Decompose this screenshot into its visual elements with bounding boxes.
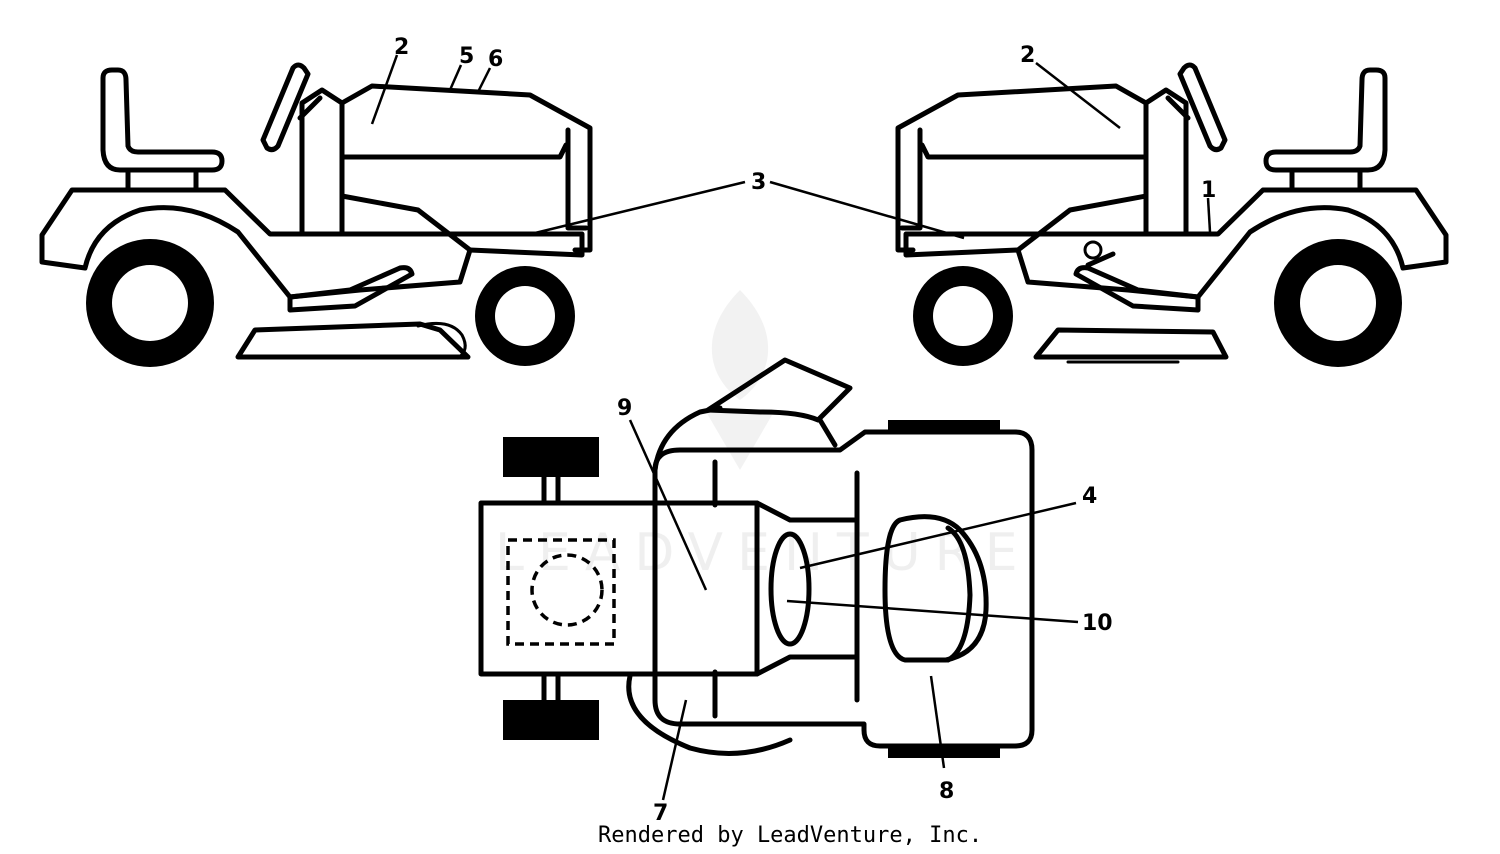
- left-footrest: [287, 265, 415, 313]
- leader-3-left: [534, 180, 746, 235]
- top-body: [652, 429, 1035, 749]
- right-steering-wheel: [1177, 62, 1228, 153]
- right-rear-wheel-hub: [1300, 265, 1376, 341]
- left-hood-line: [339, 142, 569, 160]
- left-hood: [339, 83, 593, 253]
- tractor-left-side-view: [39, 62, 593, 367]
- leader-5: [448, 64, 463, 91]
- right-hood: [895, 83, 1149, 253]
- callout-10: 10: [1082, 611, 1113, 636]
- top-hood-oval: [882, 514, 989, 663]
- callout-7: 7: [653, 801, 668, 826]
- top-rear-axle-lower: [541, 671, 561, 703]
- callout-3: 3: [751, 170, 766, 195]
- callout-5: 5: [459, 44, 474, 69]
- left-hood-side: [339, 193, 473, 253]
- leader-2-left: [370, 54, 399, 125]
- top-console: [754, 500, 860, 677]
- leader-2-right: [1035, 62, 1121, 129]
- top-rear-wheel-lower: [503, 700, 599, 740]
- leader-4: [799, 501, 1077, 570]
- top-discharge-chute: [705, 357, 853, 423]
- top-hood-oval-inner: [945, 525, 973, 663]
- leader-8: [929, 675, 946, 769]
- right-rear-fender: [903, 187, 1449, 300]
- right-hood-line: [919, 142, 1149, 160]
- leader-1: [1206, 197, 1212, 233]
- top-deck-lower: [626, 673, 793, 756]
- tractor-right-side-view: [895, 62, 1449, 367]
- right-steering-column: [1165, 95, 1191, 121]
- callout-8: 8: [939, 779, 954, 804]
- tractor-top-view: [478, 357, 1035, 758]
- left-mower-deck: [235, 321, 471, 360]
- left-front-wheel-hub: [495, 286, 555, 346]
- right-seat-back: [1263, 67, 1388, 173]
- right-hood-vent: [899, 127, 923, 231]
- left-rear-wheel-hub: [112, 265, 188, 341]
- left-seat-base: [125, 167, 199, 193]
- top-steering-wheel: [768, 531, 812, 647]
- left-seat-back: [100, 67, 225, 173]
- top-chute-link: [817, 417, 838, 448]
- right-lift-lever: [1085, 251, 1116, 268]
- left-dash: [299, 87, 345, 237]
- footer-credit: Rendered by LeadVenture, Inc.: [598, 823, 982, 848]
- left-deck-chute: [416, 322, 467, 360]
- right-front-wheel-hub: [933, 286, 993, 346]
- callout-1: 1: [1201, 178, 1216, 203]
- leader-9: [628, 419, 708, 591]
- callout-4: 4: [1082, 484, 1097, 509]
- left-steering-wheel: [260, 62, 311, 153]
- callout-6: 6: [488, 47, 503, 72]
- top-seat-block: [478, 500, 760, 677]
- callout-9: 9: [617, 396, 632, 421]
- right-footrest: [1073, 265, 1201, 313]
- leader-3-right: [769, 180, 965, 240]
- right-seat-base: [1289, 167, 1363, 193]
- watermark-flame-icon: [705, 290, 775, 470]
- right-dash: [1143, 87, 1189, 237]
- top-rear-axle-upper: [541, 474, 561, 506]
- leader-7: [661, 699, 688, 801]
- right-hood-side: [1015, 193, 1149, 253]
- top-seat-cushion: [506, 538, 616, 646]
- right-mower-deck: [1033, 327, 1229, 360]
- callout-2-right: 2: [1020, 43, 1035, 68]
- left-steering-column: [297, 95, 323, 121]
- leader-lines: [370, 54, 1212, 801]
- callout-numbers: 1 2 2 3 4 5 6 7 8 9 10: [394, 35, 1216, 826]
- leader-6: [476, 67, 492, 93]
- callout-2-left: 2: [394, 35, 409, 60]
- right-lift-lever-knob: [1083, 240, 1103, 260]
- top-fuel-cap: [530, 553, 604, 627]
- left-hood-vent: [565, 127, 589, 231]
- left-rear-fender: [39, 187, 585, 300]
- top-rear-wheel-upper: [503, 437, 599, 477]
- leader-10: [786, 599, 1079, 624]
